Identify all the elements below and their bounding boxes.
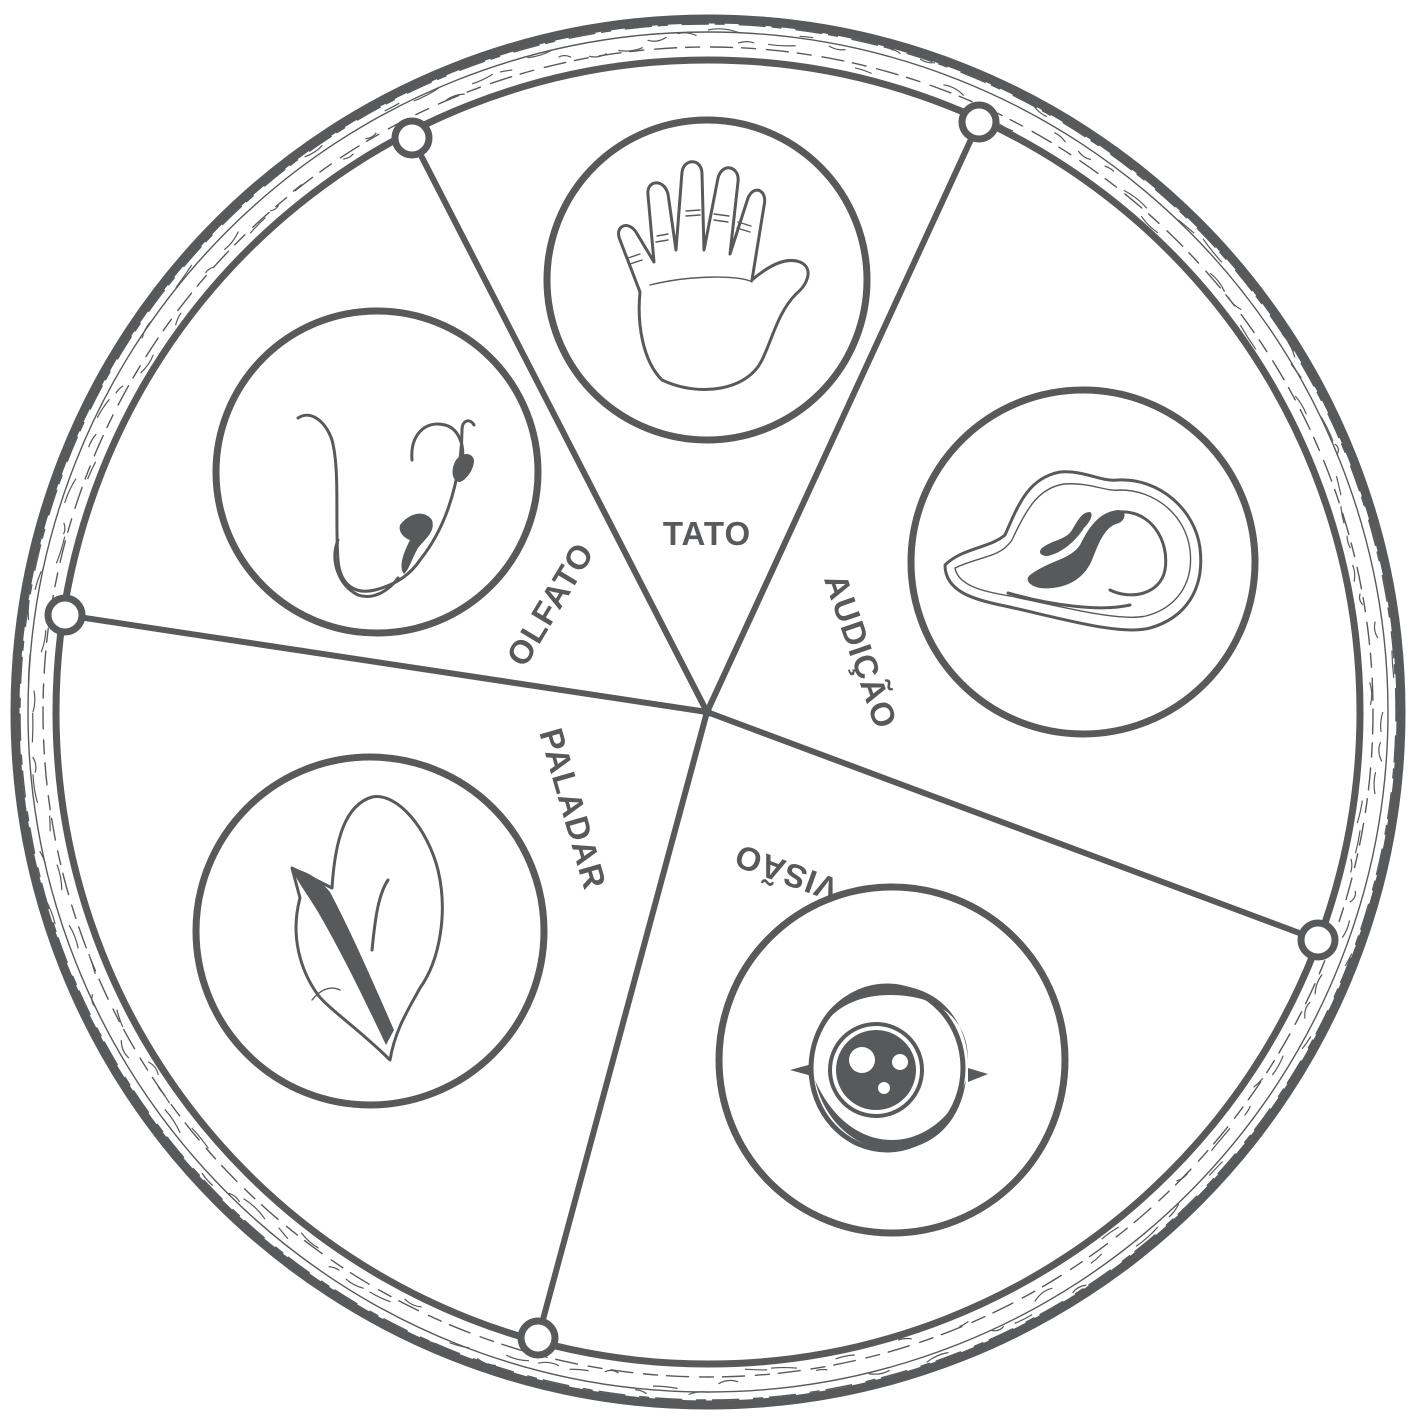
rim-grain-stroke xyxy=(653,1386,678,1388)
rim-grain-stroke xyxy=(33,757,36,773)
rim-grain-stroke xyxy=(1342,920,1349,937)
rim-grain-stroke xyxy=(1078,151,1091,160)
rim-grain-stroke xyxy=(64,523,65,534)
rim-grain-stroke xyxy=(1105,166,1114,171)
rim-grain-stroke xyxy=(768,44,796,46)
rim-grain-stroke xyxy=(450,1343,470,1348)
rim-grain-stroke xyxy=(116,386,123,393)
rim-grain-stroke xyxy=(293,185,302,192)
tato-medallion xyxy=(547,120,867,440)
rim-grain-stroke xyxy=(472,74,493,84)
rim-grain-stroke xyxy=(1305,1002,1311,1018)
label-paladar: PALADAR xyxy=(532,724,613,894)
rim-grain-stroke xyxy=(718,1380,738,1383)
rim-grain-stroke xyxy=(1315,975,1322,995)
rim-grain-stroke xyxy=(1291,364,1301,378)
rim-grain-stroke xyxy=(836,1355,855,1359)
rim-grain-stroke xyxy=(500,70,512,72)
rim-grain-stroke xyxy=(89,434,97,447)
rim-grain-stroke xyxy=(506,1355,529,1361)
rim-grain-stroke xyxy=(1245,1106,1251,1115)
rim-grain-stroke xyxy=(1356,830,1361,853)
rim-grain-stroke xyxy=(121,1040,129,1058)
rim-grain-stroke xyxy=(589,54,607,57)
rim-grain-stroke xyxy=(1210,273,1224,292)
spoke-right xyxy=(707,712,1318,940)
sector-audicao: AUDIÇÃO xyxy=(817,390,1255,734)
rim-grain-stroke xyxy=(1353,565,1355,582)
paladar-medallion xyxy=(196,757,544,1105)
rim-grain-stroke xyxy=(635,1390,647,1394)
center-hub xyxy=(702,707,712,717)
rim-grain-stroke xyxy=(898,1339,912,1341)
nose-icon xyxy=(298,415,474,596)
rim-grain-stroke xyxy=(279,1228,288,1239)
sector-visao: VISÃO xyxy=(719,837,1065,1233)
rim-grain-stroke xyxy=(65,479,76,503)
leaf-icon xyxy=(292,797,442,1060)
rim-grain-stroke xyxy=(1272,1056,1283,1075)
sector-olfato: OLFATO xyxy=(216,311,601,672)
label-tato: TATO xyxy=(663,515,751,552)
rim-grain-stroke xyxy=(559,56,571,58)
rim-grain-stroke xyxy=(1351,859,1352,873)
rim-grain-stroke xyxy=(771,1368,797,1369)
rim-grain-stroke xyxy=(648,37,667,41)
rim-grain-stroke xyxy=(855,68,872,74)
rim-grain-stroke xyxy=(1370,682,1372,705)
rim-grain-stroke xyxy=(33,691,35,712)
rim-grain-stroke xyxy=(538,1362,559,1366)
rim-grain-stroke xyxy=(1054,133,1065,143)
rim-grain-stroke xyxy=(1347,536,1350,549)
rim-grain-stroke xyxy=(28,602,29,620)
rim-grain-stroke xyxy=(678,33,697,36)
rim-grain-stroke xyxy=(816,1369,827,1370)
rim-grain-stroke xyxy=(206,267,215,273)
ear-icon xyxy=(945,472,1201,630)
label-audicao: AUDIÇÃO xyxy=(817,569,904,733)
rim-grain-stroke xyxy=(158,1087,169,1103)
rim-grain-stroke xyxy=(1336,476,1341,495)
knob-bottom xyxy=(521,1321,555,1355)
rim-grain-stroke xyxy=(1357,801,1362,823)
hand-icon xyxy=(619,162,809,390)
rim-grain-stroke xyxy=(224,232,238,250)
knob-top-right xyxy=(962,105,996,139)
rim-grain-stroke xyxy=(959,1321,968,1326)
rim-grain-stroke xyxy=(829,46,846,50)
knob-top-left xyxy=(395,121,429,155)
rim-grain-stroke xyxy=(244,1199,265,1219)
olfato-medallion xyxy=(216,311,538,633)
rim-grain-stroke xyxy=(41,630,46,652)
rim-grain-stroke xyxy=(329,1267,340,1271)
rim-grain-stroke xyxy=(414,88,439,101)
rim-grain-stroke xyxy=(346,1279,364,1289)
knob-right xyxy=(1301,923,1335,957)
sector-paladar: PALADAR xyxy=(196,724,614,1105)
sector-tato: TATO xyxy=(547,120,867,552)
rim-grain-stroke xyxy=(370,1292,391,1302)
rim-grain-stroke xyxy=(1379,742,1382,761)
rim-grain-stroke xyxy=(1228,297,1241,310)
rim-grain-stroke xyxy=(1374,772,1376,794)
rim-grain-stroke xyxy=(50,816,51,832)
rim-grain-stroke xyxy=(69,925,78,948)
rim-grain-stroke xyxy=(1381,712,1383,732)
eye-icon xyxy=(790,985,988,1150)
rim-grain-stroke xyxy=(943,85,963,96)
rim-grain-stroke xyxy=(800,36,814,37)
rim-grain-stroke xyxy=(1359,594,1362,605)
rim-grain-stroke xyxy=(1350,891,1356,903)
rim-grain-stroke xyxy=(1211,1128,1230,1150)
rim-grain-stroke xyxy=(745,1369,767,1370)
rim-grain-stroke xyxy=(1124,190,1147,208)
rim-grain-stroke xyxy=(89,954,95,974)
rim-grain-stroke xyxy=(570,1369,589,1370)
label-visao: VISÃO xyxy=(729,837,843,909)
knob-left xyxy=(48,598,82,632)
rim-grain-stroke xyxy=(57,865,62,891)
rim-grain-stroke xyxy=(738,42,754,43)
rim-grain-stroke xyxy=(1374,622,1377,639)
